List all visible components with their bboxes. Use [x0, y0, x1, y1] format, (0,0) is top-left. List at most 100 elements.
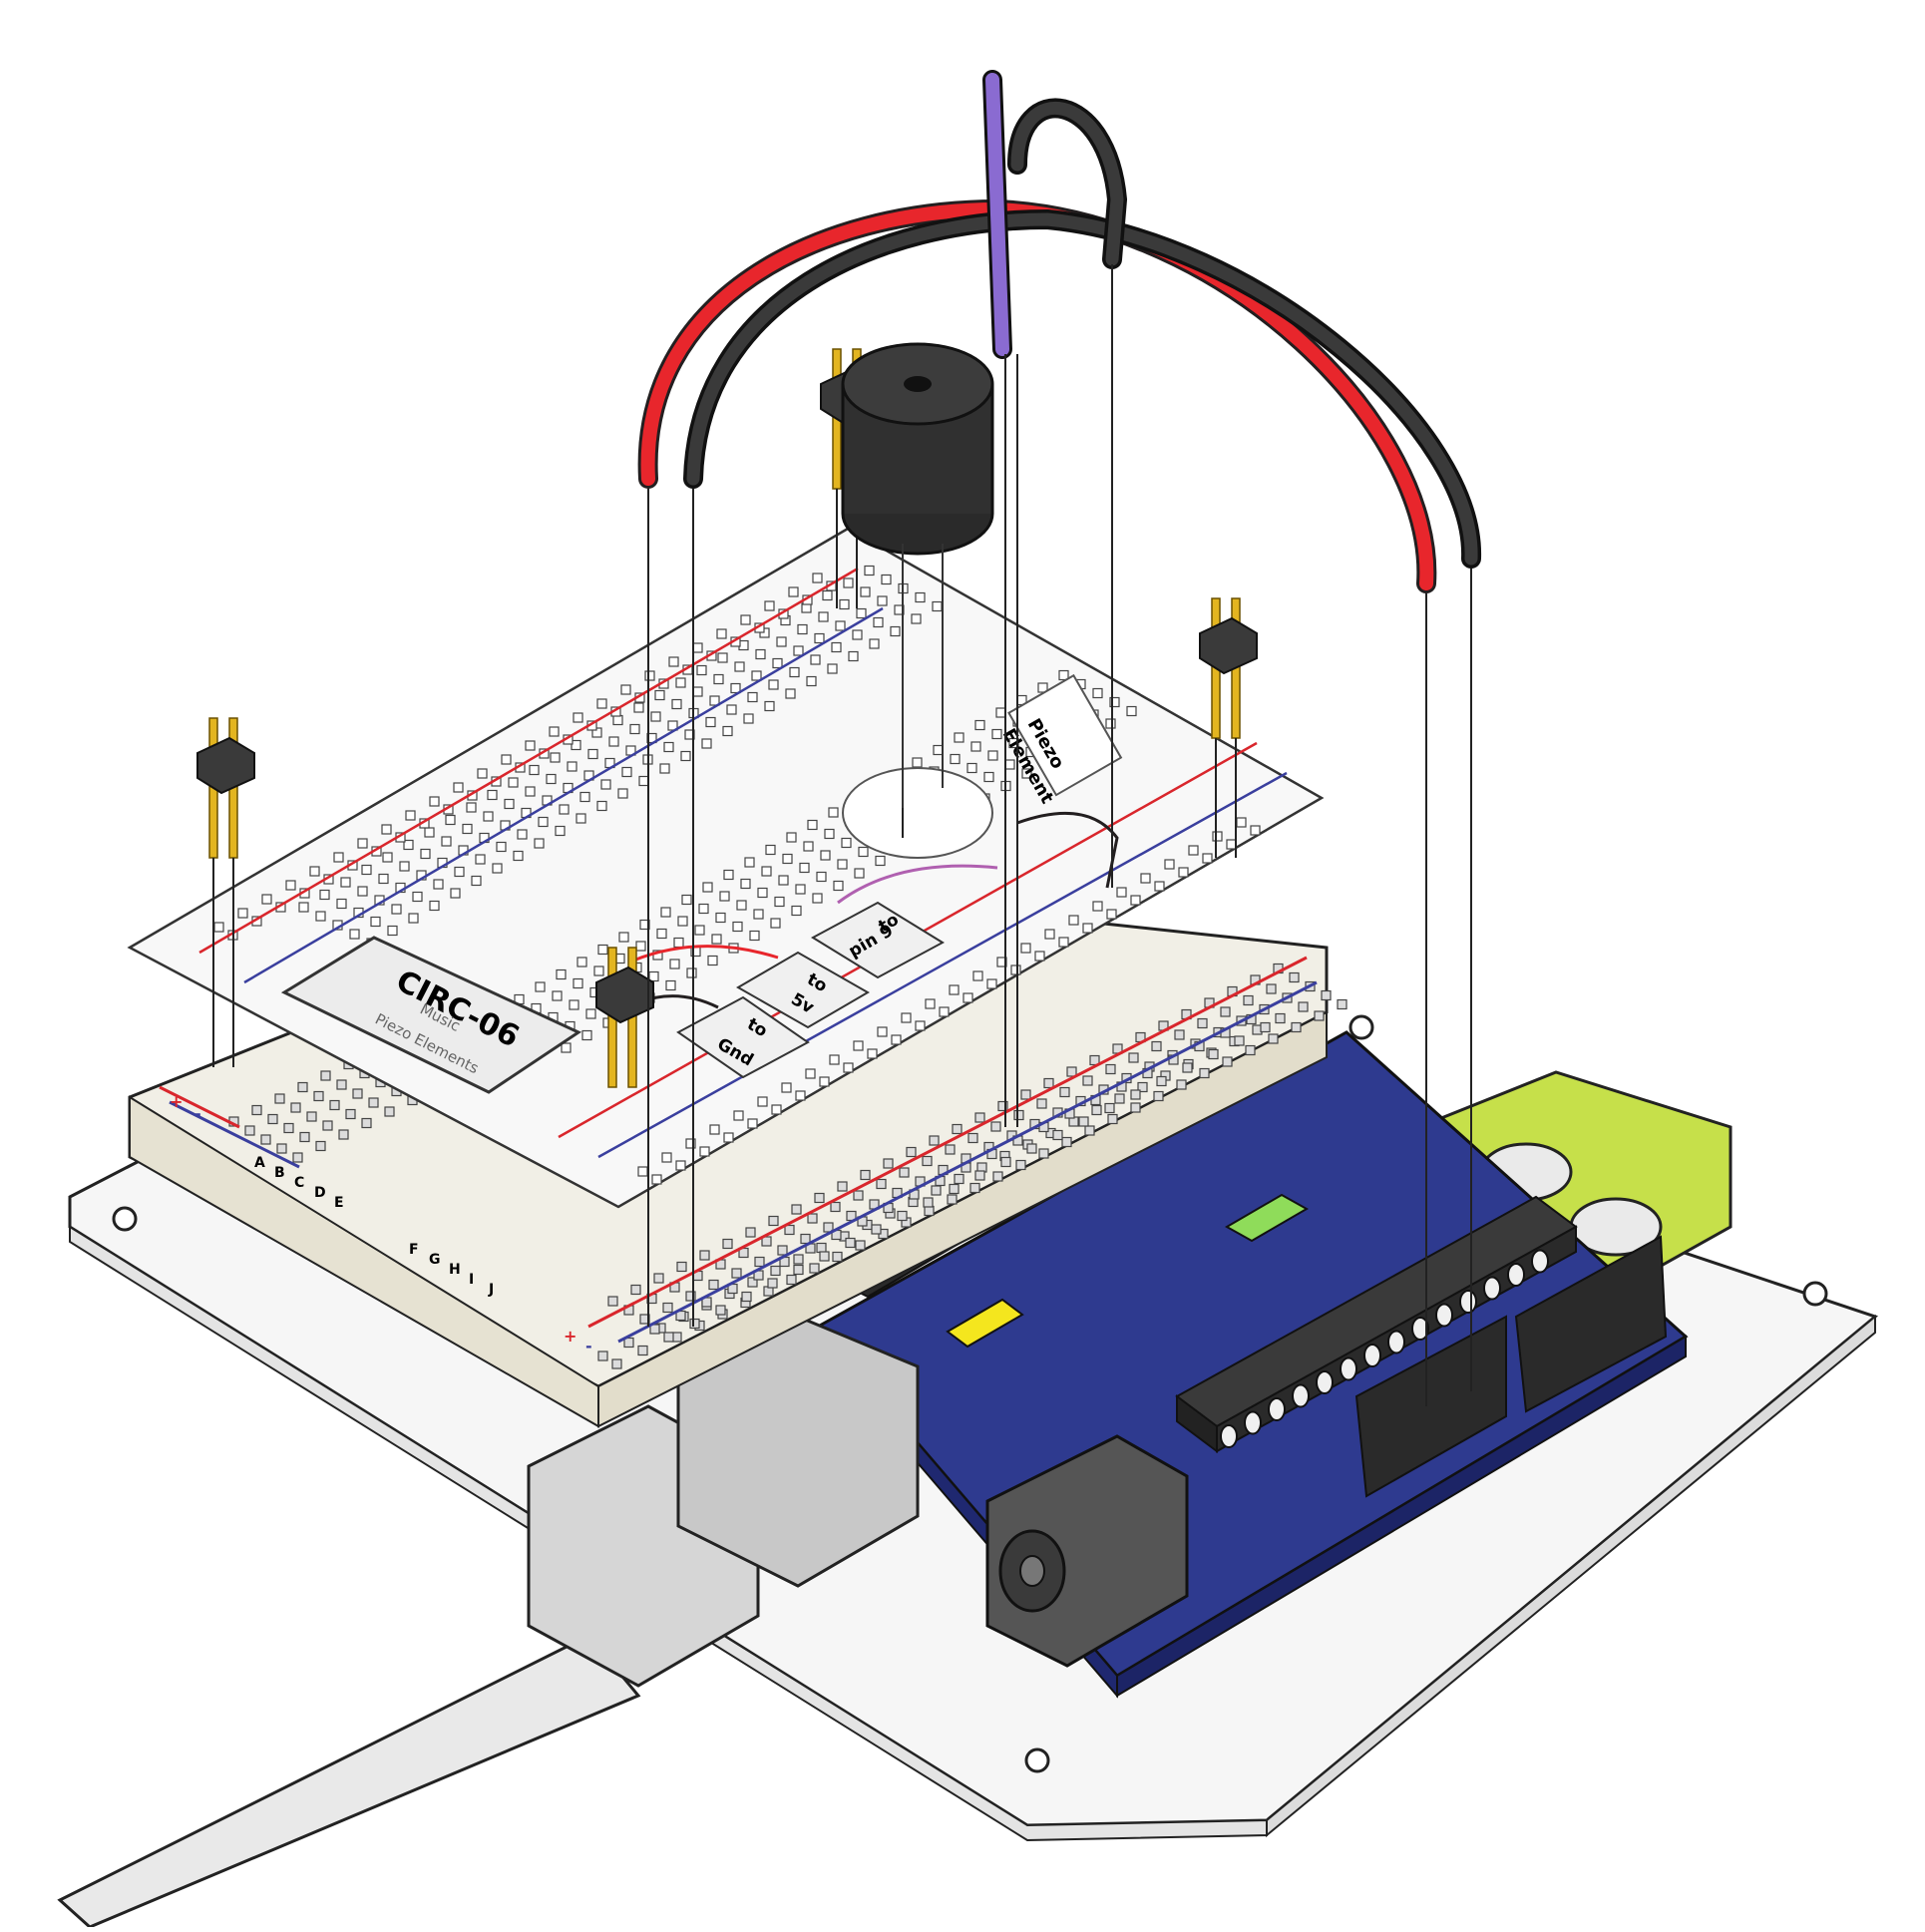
breadboard-hole	[298, 902, 309, 913]
chip-pin	[1340, 1356, 1357, 1381]
breadboard-hole	[711, 934, 722, 945]
breadboard-hole	[501, 754, 512, 765]
breadboard-hole	[648, 970, 659, 982]
breadboard-hole	[987, 750, 998, 761]
breadboard-hole	[698, 903, 709, 915]
breadboard-hole	[673, 937, 684, 949]
breadboard-hole	[618, 932, 629, 943]
chip-pin	[1459, 1290, 1477, 1314]
breadboard-hole	[552, 990, 563, 1001]
breadboard-hole	[338, 1129, 349, 1140]
breadboard-hole	[890, 625, 901, 637]
breadboard-hole	[313, 1090, 324, 1102]
breadboard-hole	[819, 1251, 830, 1262]
breadboard-hole	[611, 1358, 622, 1369]
breadboard-hole	[823, 1222, 834, 1233]
breadboard-hole	[525, 740, 536, 751]
breadboard-hole	[597, 944, 608, 956]
breadboard-hole	[517, 829, 528, 840]
breadboard-hole	[713, 673, 724, 685]
breadboard-hole	[621, 766, 632, 778]
breadboard-hole	[525, 786, 536, 797]
breadboard-hole	[637, 1166, 648, 1177]
breadboard-hole	[1107, 1113, 1118, 1125]
breadboard-hole	[761, 1236, 772, 1247]
breadboard-hole	[1268, 1033, 1279, 1044]
breadboard-hole	[912, 757, 923, 768]
breadboard-hole	[770, 1265, 781, 1277]
breadboard-hole	[852, 629, 863, 640]
breadboard-hole	[1044, 929, 1055, 940]
breadboard-hole	[791, 1204, 802, 1215]
breadboard-hole	[466, 802, 477, 813]
breadboard-hole	[1021, 768, 1032, 779]
breadboard-hole	[1105, 718, 1116, 729]
breadboard-hole	[550, 752, 561, 763]
breadboard-hole	[629, 723, 640, 735]
rail-blue-line	[169, 1100, 300, 1169]
breadboard-hole	[1212, 831, 1223, 842]
breadboard-hole	[573, 977, 583, 989]
breadboard-hole	[947, 1194, 958, 1205]
breadboard-hole	[668, 656, 679, 667]
breadboard-hole	[757, 1096, 768, 1107]
breadboard-hole	[559, 804, 570, 815]
breadboard-hole	[251, 1104, 262, 1116]
breadboard-hole	[361, 1117, 372, 1129]
breadboard-hole	[856, 607, 867, 619]
breadboard-hole	[749, 930, 760, 942]
breadboard-hole	[962, 992, 973, 1003]
breadboard-hole	[805, 1068, 816, 1079]
breadboard-hole	[333, 852, 344, 863]
breadboard-hole	[871, 1224, 882, 1235]
breadboard-hole	[357, 886, 368, 897]
breadboard-hole	[1151, 1040, 1162, 1052]
breadboard-hole	[315, 1140, 326, 1152]
pin-header-standoff	[1199, 597, 1258, 858]
breadboard-hole	[822, 589, 833, 601]
breadboard-hole	[555, 825, 566, 837]
breadboard-hole	[382, 852, 393, 863]
breadboard-hole	[1082, 1075, 1093, 1086]
breadboard-hole	[617, 788, 628, 799]
breadboard-hole	[1000, 1156, 1011, 1168]
breadboard-hole	[824, 828, 835, 840]
breadboard-hole	[810, 654, 821, 665]
breadboard-hole	[828, 807, 839, 818]
breadboard-hole	[830, 1201, 841, 1213]
breadboard-hole	[899, 1167, 910, 1178]
breadboard-hole	[680, 750, 691, 762]
breadboard-hole	[837, 859, 848, 870]
breadboard-hole	[753, 909, 764, 920]
svg-text:B: B	[274, 1165, 285, 1181]
breadboard-hole	[487, 789, 498, 801]
breadboard-hole	[1114, 1093, 1125, 1104]
breadboard-hole	[274, 1093, 285, 1104]
breadboard-hole	[1130, 1089, 1141, 1100]
rail-blue-line	[617, 980, 1318, 1344]
breadboard-hole	[799, 862, 810, 874]
breadboard-hole	[848, 650, 859, 662]
rail-plus-sign: +	[170, 1092, 183, 1111]
header-strip	[1354, 1315, 1507, 1498]
breadboard-hole	[420, 848, 431, 860]
usb-cable	[57, 1315, 920, 1929]
breadboard-hole	[534, 838, 545, 849]
breadboard-hole	[764, 600, 775, 611]
breadboard-hole	[767, 1278, 778, 1289]
chip-pin	[1435, 1303, 1453, 1328]
breadboard-hole	[1234, 1035, 1245, 1046]
breadboard-hole	[1314, 1010, 1325, 1021]
breadboard-hole	[322, 1120, 333, 1131]
piezo-buzzer	[841, 342, 994, 808]
breadboard-hole	[1082, 923, 1093, 934]
breadboard-hole	[793, 1264, 804, 1276]
breadboard-hole	[972, 970, 983, 981]
breadboard-hole	[843, 578, 854, 588]
breadboard-hole	[839, 598, 850, 610]
breadboard-hole	[403, 839, 414, 851]
breadboard-hole	[761, 866, 772, 877]
breadboard-hole	[1034, 951, 1045, 962]
breadboard-hole	[722, 1238, 733, 1250]
breadboard-hole	[612, 714, 623, 726]
